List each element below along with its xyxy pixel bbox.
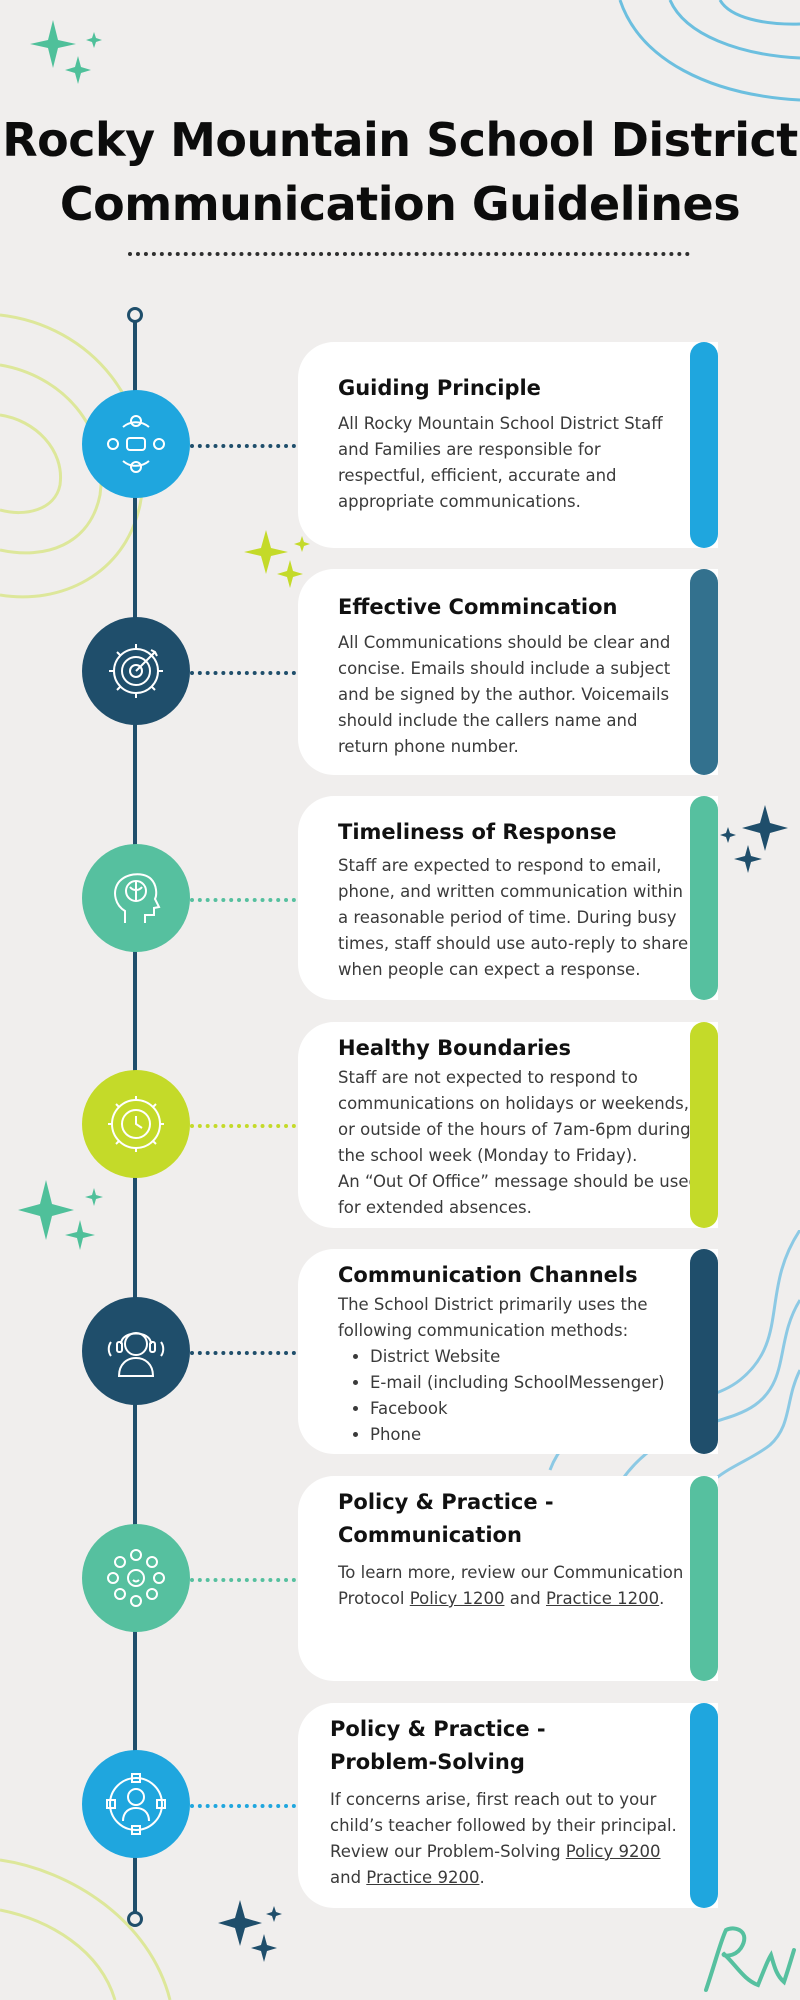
section-icon-node [82, 1070, 190, 1178]
heading-line-1: Policy & Practice - [338, 1490, 554, 1514]
section-icon-node [82, 844, 190, 952]
card-body: All Communications should be clear and c… [338, 633, 671, 756]
list-item: District Website [370, 1344, 688, 1370]
timeline-connector [190, 898, 296, 902]
title-line-2: Communication Guidelines [59, 177, 741, 231]
card-heading: Healthy Boundaries [338, 1036, 572, 1060]
card-body: If concerns arise, first reach out to yo… [330, 1787, 694, 1891]
body-text: and [504, 1589, 546, 1608]
card-heading: Communication Channels [338, 1263, 638, 1287]
channels-list: District Website E-mail (including Schoo… [338, 1344, 688, 1448]
sparkle-icon [218, 1900, 282, 1962]
policy-1200-link[interactable]: Policy 1200 [409, 1589, 505, 1608]
sparkle-icon [720, 805, 788, 873]
policy-communication-card: Policy & Practice - Communication To lea… [298, 1476, 718, 1681]
card-body: Staff are expected to respond to email, … [338, 856, 689, 979]
district-monogram-logo [704, 1926, 796, 1992]
timeline-connector [190, 1124, 296, 1128]
person-gears-icon [106, 1773, 166, 1835]
list-item: Phone [370, 1422, 688, 1448]
card-accent-bar [690, 1249, 718, 1454]
practice-9200-link[interactable]: Practice 9200 [366, 1868, 480, 1887]
card-heading: Policy & Practice - Communication [338, 1486, 698, 1552]
clock-gear-icon [108, 1096, 164, 1152]
page-title: Rocky Mountain School District Communica… [0, 108, 800, 236]
card-body: The School District primarily uses the f… [338, 1295, 648, 1340]
section-icon-node [82, 1297, 190, 1405]
body-text: If concerns arise, first reach out to yo… [330, 1790, 677, 1861]
timeline-connector [190, 444, 296, 448]
sparkle-icon [244, 530, 310, 588]
title-divider [128, 252, 690, 256]
timeline-start-cap [127, 307, 143, 323]
card-accent-bar [690, 796, 718, 1000]
card-heading: Guiding Principle [338, 376, 541, 400]
card-body: Staff are not expected to respond to com… [338, 1068, 691, 1165]
timeline-end-cap [127, 1911, 143, 1927]
card-accent-bar [690, 1703, 718, 1908]
healthy-boundaries-card: Healthy Boundaries Staff are not expecte… [298, 1022, 718, 1228]
card-body: To learn more, review our Communication … [338, 1560, 698, 1612]
section-icon-node [82, 617, 190, 725]
head-brain-icon [114, 873, 161, 923]
target-gear-icon [109, 644, 163, 698]
body-text: . [479, 1868, 485, 1887]
section-icon-node [82, 390, 190, 498]
body-text: . [659, 1589, 665, 1608]
sparkle-icon [18, 1180, 103, 1250]
card-accent-bar [690, 569, 718, 775]
section-icon-node [82, 1750, 190, 1858]
list-item: E-mail (including SchoolMessenger) [370, 1370, 688, 1396]
card-heading: Policy & Practice - Problem-Solving [330, 1713, 694, 1779]
card-accent-bar [690, 1022, 718, 1228]
title-line-1: Rocky Mountain School District [2, 113, 798, 167]
communication-cycle-icon [107, 415, 165, 473]
card-body: All Rocky Mountain School District Staff… [338, 414, 663, 511]
guiding-principle-card: Guiding Principle All Rocky Mountain Sch… [298, 342, 718, 548]
effective-communication-card: Effective Commincation All Communication… [298, 569, 718, 775]
background-swirl-bottom-left [0, 1858, 172, 2000]
timeliness-card: Timeliness of Response Staff are expecte… [298, 796, 718, 1000]
section-icon-node [82, 1524, 190, 1632]
emoji-network-icon [107, 1549, 165, 1607]
heading-line-2: Problem-Solving [330, 1750, 525, 1774]
sparkle-icon [30, 20, 102, 84]
policy-9200-link[interactable]: Policy 9200 [565, 1842, 661, 1861]
card-heading: Timeliness of Response [338, 820, 617, 844]
heading-line-2: Communication [338, 1523, 522, 1547]
timeline-connector [190, 1804, 296, 1808]
heading-line-1: Policy & Practice - [330, 1717, 546, 1741]
headset-person-icon [107, 1332, 165, 1377]
card-heading: Effective Commincation [338, 595, 618, 619]
body-text: To learn more, review our Communication … [338, 1563, 684, 1608]
card-accent-bar [690, 342, 718, 548]
list-item: Facebook [370, 1396, 688, 1422]
practice-1200-link[interactable]: Practice 1200 [546, 1589, 660, 1608]
timeline-connector [190, 1578, 296, 1582]
timeline-connector [190, 1351, 296, 1355]
communication-channels-card: Communication Channels The School Distri… [298, 1249, 718, 1454]
card-body-note: An “Out Of Office” message should be use… [338, 1172, 699, 1217]
timeline-connector [190, 671, 296, 675]
body-text: and [330, 1868, 367, 1887]
policy-problem-solving-card: Policy & Practice - Problem-Solving If c… [298, 1703, 718, 1908]
card-accent-bar [690, 1476, 718, 1681]
